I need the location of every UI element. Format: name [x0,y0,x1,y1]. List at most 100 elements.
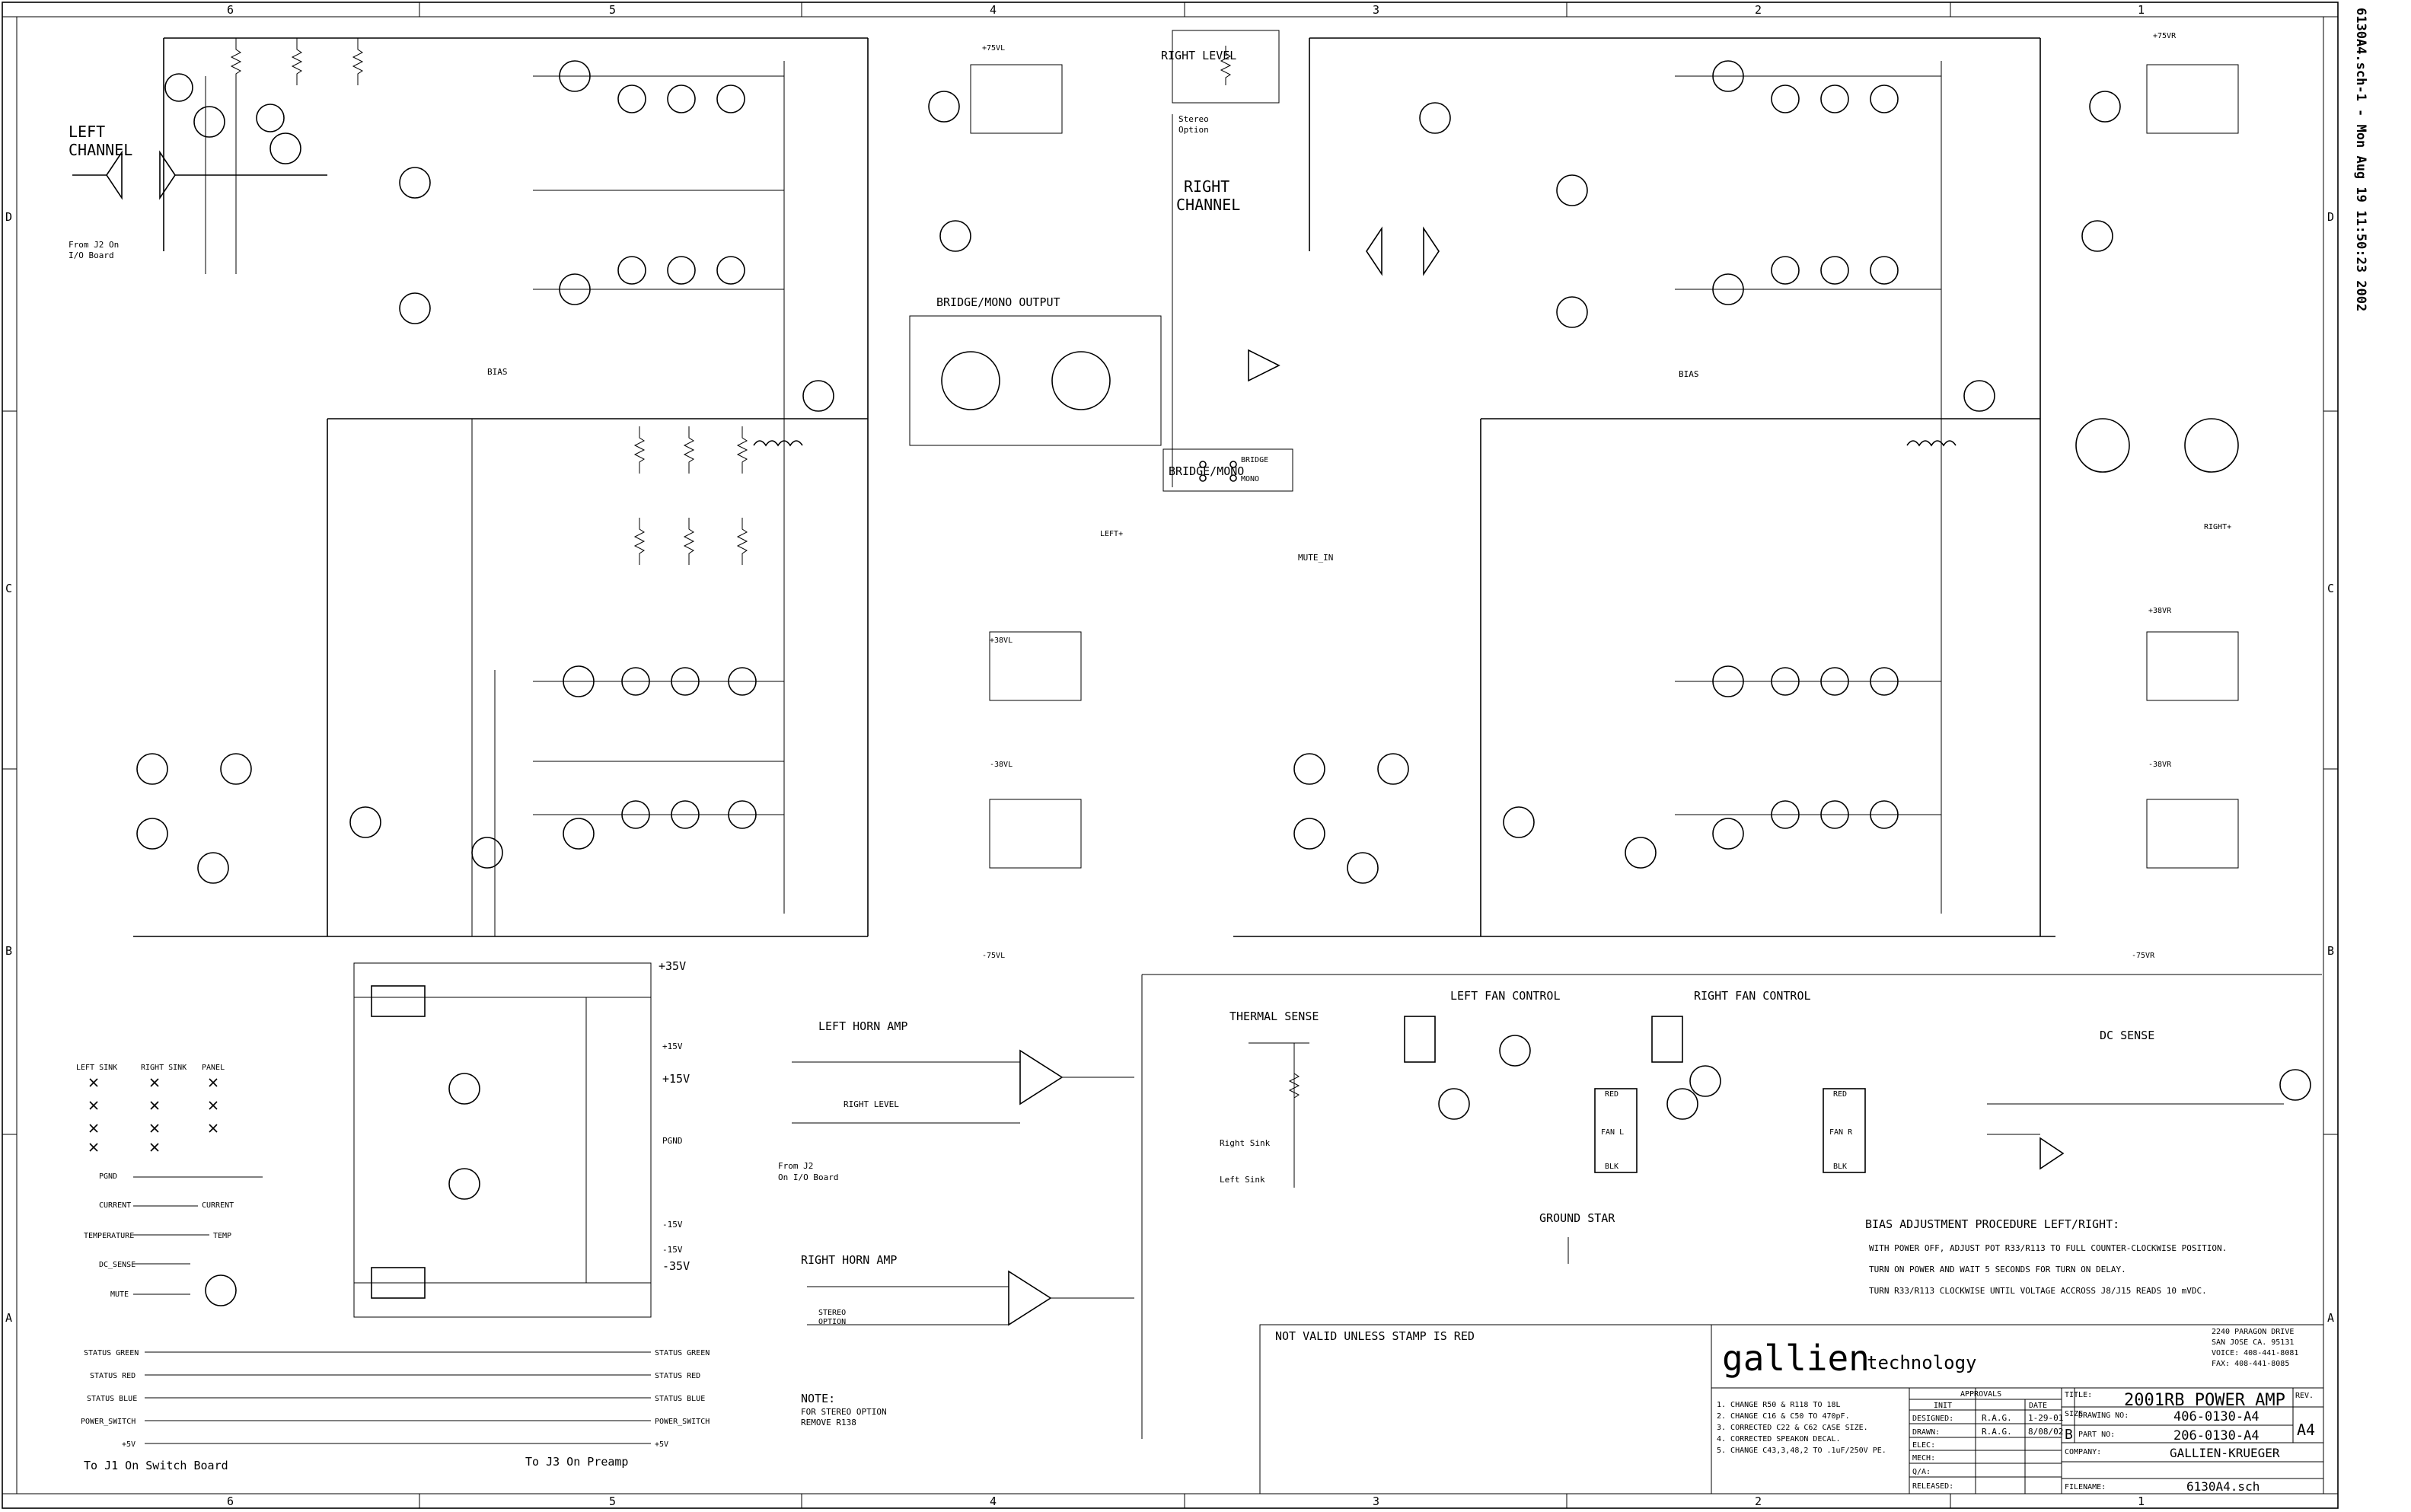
approval-row-label: Q/A: [1912,1468,1931,1476]
row-label: C [5,582,12,595]
bottom-line: STATUS BLUE [87,1395,137,1403]
right-level-title: RIGHT LEVEL [1161,49,1236,62]
col-label: 5 [609,3,616,17]
filename-value: 6130A4.sch [2186,1479,2260,1494]
right-level-label-2: RIGHT LEVEL [844,1099,899,1109]
drawing-no-label: DRAWING NO: [2078,1412,2129,1420]
approval-row-label: DESIGNED: [1912,1415,1953,1423]
title-value: 2001RB POWER AMP [2124,1391,2285,1410]
status-connectors: PGND CURRENT TEMPERATURE DC_SENSE MUTE C… [84,1172,263,1306]
bias-step: WITH POWER OFF, ADJUST POT R33/R113 TO F… [1869,1243,2227,1253]
bias-procedure: BIAS ADJUSTMENT PROCEDURE LEFT/RIGHT: WI… [1865,1217,2227,1296]
bottom-connectors: STATUS GREEN STATUS RED STATUS BLUE POWE… [81,1349,710,1472]
status-line: DC_SENSE [99,1261,136,1269]
mute-in-label: MUTE_IN [1298,553,1333,563]
status-line: PGND [99,1172,117,1181]
to-j3-label: To J3 On Preamp [525,1455,628,1469]
rail-label: -38VR [2148,761,2172,769]
approval-row-date: 8/08/02 [2028,1427,2063,1437]
power-rail: +15V [662,1072,690,1086]
col-label: 6 [227,3,234,17]
right-channel-title-1: RIGHT [1184,177,1229,196]
approval-row-label: RELEASED: [1912,1482,1953,1491]
status-right: CURRENT [202,1201,234,1210]
grid-column-labels: 6 5 4 3 2 1 6 5 4 3 2 1 [227,3,2145,1508]
grid-row-labels: D C B A D C B A [5,210,2334,1325]
date-label: DATE [2029,1402,2047,1410]
approvals-header: APPROVALS [1960,1390,2001,1399]
dc-sense-title: DC SENSE [2100,1029,2154,1042]
company-logo: gallien [1722,1338,1870,1379]
company-value: GALLIEN-KRUEGER [2170,1446,2280,1460]
right-fan-control-title: RIGHT FAN CONTROL [1694,989,1811,1003]
bias-step: TURN ON POWER AND WAIT 5 SECONDS FOR TUR… [1869,1265,2126,1274]
row-label: B [5,944,12,958]
stereo-option2-2: OPTION [818,1318,846,1326]
change-note: 3. CORRECTED C22 & C62 CASE SIZE. [1717,1424,1868,1432]
sink-header: RIGHT SINK [141,1064,187,1072]
bottom-right: STATUS GREEN [655,1349,710,1357]
sink-connectors: LEFT SINK RIGHT SINK PANEL [76,1064,225,1152]
col-label: 4 [990,3,997,17]
right-horn-amp-title: RIGHT HORN AMP [801,1253,897,1267]
rail-label: +75VR [2153,32,2177,40]
company-logo-2: technology [1867,1352,1977,1373]
left-channel-labels: LEFT CHANNEL From J2 On I/O Board BIAS [69,123,508,377]
fan-red-l: RED [1605,1090,1618,1099]
col-label: 6 [227,1494,234,1508]
status-line: TEMPERATURE [84,1232,134,1240]
bottom-line: STATUS GREEN [84,1349,139,1357]
right-level-labels: RIGHT LEVEL Stereo Option RIGHT CHANNEL … [936,49,1333,563]
approval-row-label: DRAWN: [1912,1428,1940,1437]
bridge-label: BRIDGE [1241,456,1268,464]
rail-label: -75VL [982,952,1005,960]
part-no-label: PART NO: [2078,1431,2115,1439]
left-channel-amp [72,37,971,937]
approval-row-init: R.A.G. [1982,1413,2012,1423]
col-label: 1 [2138,1494,2145,1508]
left-channel-title-1: LEFT [69,123,105,141]
rail-label: +38VL [990,636,1013,645]
row-label: C [2327,582,2334,595]
note-body-2: REMOVE R138 [801,1418,856,1427]
bias-step: TURN R33/R113 CLOCKWISE UNTIL VOLTAGE AC… [1869,1286,2207,1296]
approval-row-date: 1-29-01 [2028,1413,2063,1423]
status-line: CURRENT [99,1201,131,1210]
stamp-note: NOT VALID UNLESS STAMP IS RED [1275,1329,1475,1343]
power-rail: -35V [662,1259,690,1273]
left-channel-title-2: CHANNEL [69,141,132,159]
col-label: 3 [1373,1494,1379,1508]
bridge-mono-output-title: BRIDGE/MONO OUTPUT [936,295,1060,309]
right-level-block [909,30,1293,492]
power-rail: PGND [662,1136,683,1146]
power-rail: +35V [659,959,686,973]
sense-labels: THERMAL SENSE Right Sink Left Sink LEFT … [1220,989,2154,1225]
right-channel-title-2: CHANNEL [1176,196,1240,214]
thermal-sense-title: THERMAL SENSE [1229,1010,1319,1023]
rev-label: REV. [2295,1392,2314,1400]
rev-value: A4 [2297,1421,2315,1439]
row-label: D [5,210,12,224]
power-rail: -15V [662,1220,683,1230]
address-line: 2240 PARAGON DRIVE [2212,1328,2294,1336]
right-channel-labels: BIAS [1679,369,1699,379]
bias-procedure-title: BIAS ADJUSTMENT PROCEDURE LEFT/RIGHT: [1865,1217,2119,1231]
fan-blk-l: BLK [1605,1163,1618,1171]
from-j2-2: On I/O Board [778,1172,838,1182]
change-note: 4. CORRECTED SPEAKON DECAL. [1717,1435,1841,1443]
approval-row-label: MECH: [1912,1454,1935,1463]
mono-label: MONO [1241,475,1259,483]
left-sink-label: Left Sink [1220,1175,1265,1185]
left-in-note-1: From J2 On [69,240,119,250]
title-block-text: NOT VALID UNLESS STAMP IS RED gallien te… [1275,1328,2315,1494]
col-label: 4 [990,1494,997,1508]
sink-header: LEFT SINK [76,1064,117,1072]
bottom-right: POWER_SWITCH [655,1418,710,1426]
col-label: 1 [2138,3,2145,17]
row-label: B [2327,944,2334,958]
title-block [1259,1324,2324,1494]
note-body-1: FOR STEREO OPTION [801,1407,887,1417]
bottom-right: STATUS RED [655,1372,700,1380]
bottom-line: +5V [122,1440,136,1449]
